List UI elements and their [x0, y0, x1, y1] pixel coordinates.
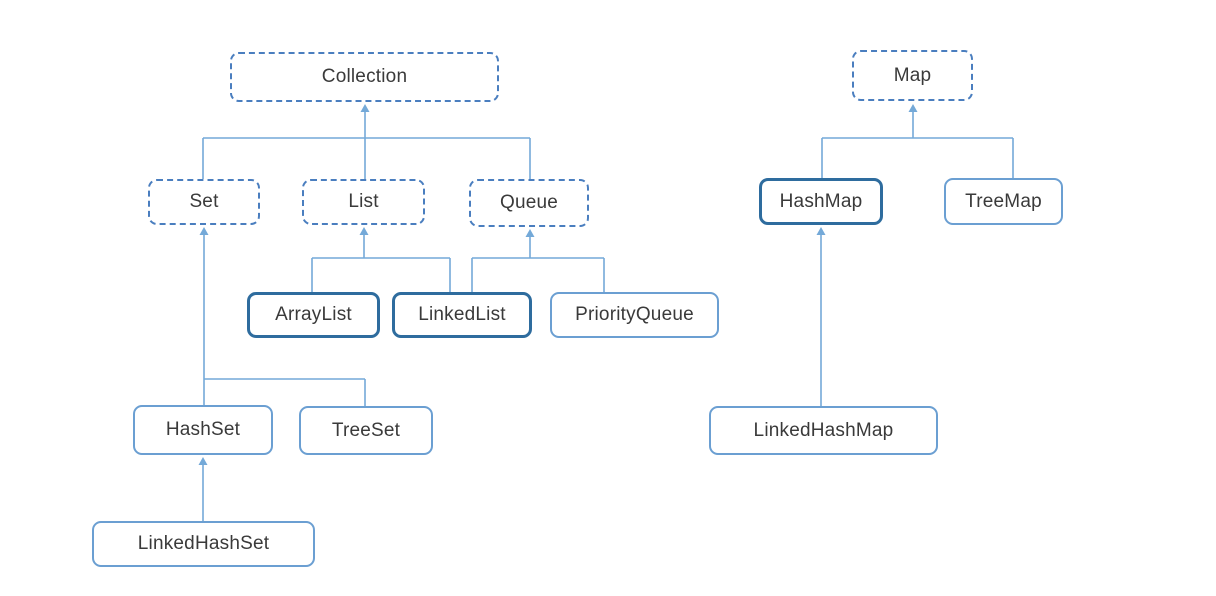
- node-priorityqueue-label: PriorityQueue: [575, 304, 694, 325]
- node-priorityqueue: PriorityQueue: [550, 292, 719, 338]
- node-linkedlist-label: LinkedList: [418, 304, 506, 325]
- node-queue-label: Queue: [499, 192, 559, 213]
- node-arraylist-label: ArrayList: [275, 304, 352, 325]
- node-linkedhashset: LinkedHashSet: [92, 521, 315, 567]
- arrow-into-collection-arrowhead-icon: [360, 104, 370, 112]
- arrow-into-hashmap-arrowhead-icon: [816, 227, 826, 235]
- node-arraylist: ArrayList: [247, 292, 380, 338]
- node-list: List: [302, 179, 425, 225]
- node-set-label: Set: [189, 191, 219, 212]
- node-linkedhashmap: LinkedHashMap: [709, 406, 938, 455]
- node-map-label: Map: [893, 64, 932, 86]
- node-hashset-label: HashSet: [165, 419, 241, 440]
- node-queue: Queue: [469, 179, 589, 227]
- node-set: Set: [148, 179, 260, 225]
- node-hashset: HashSet: [133, 405, 273, 455]
- node-treeset-label: TreeSet: [331, 419, 401, 441]
- arrow-into-set-arrowhead-icon: [199, 227, 209, 235]
- node-treemap-label: TreeMap: [965, 190, 1042, 212]
- node-hashmap: HashMap: [759, 178, 883, 225]
- arrow-into-list-arrowhead-icon: [359, 227, 369, 235]
- node-hashmap-label: HashMap: [779, 190, 863, 212]
- node-collection-label: Collection: [321, 66, 408, 87]
- node-linkedhashset-label: LinkedHashSet: [137, 533, 270, 554]
- arrow-into-queue-arrowhead-icon: [525, 229, 535, 237]
- node-treeset: TreeSet: [299, 406, 433, 455]
- arrow-into-map-arrowhead-icon: [908, 104, 918, 112]
- node-treemap: TreeMap: [944, 178, 1063, 225]
- node-list-label: List: [348, 191, 379, 212]
- arrow-into-hashset-arrowhead-icon: [198, 457, 208, 465]
- node-linkedlist: LinkedList: [392, 292, 532, 338]
- node-linkedhashmap-label: LinkedHashMap: [753, 419, 894, 441]
- node-map: Map: [852, 50, 973, 101]
- node-collection: Collection: [230, 52, 499, 102]
